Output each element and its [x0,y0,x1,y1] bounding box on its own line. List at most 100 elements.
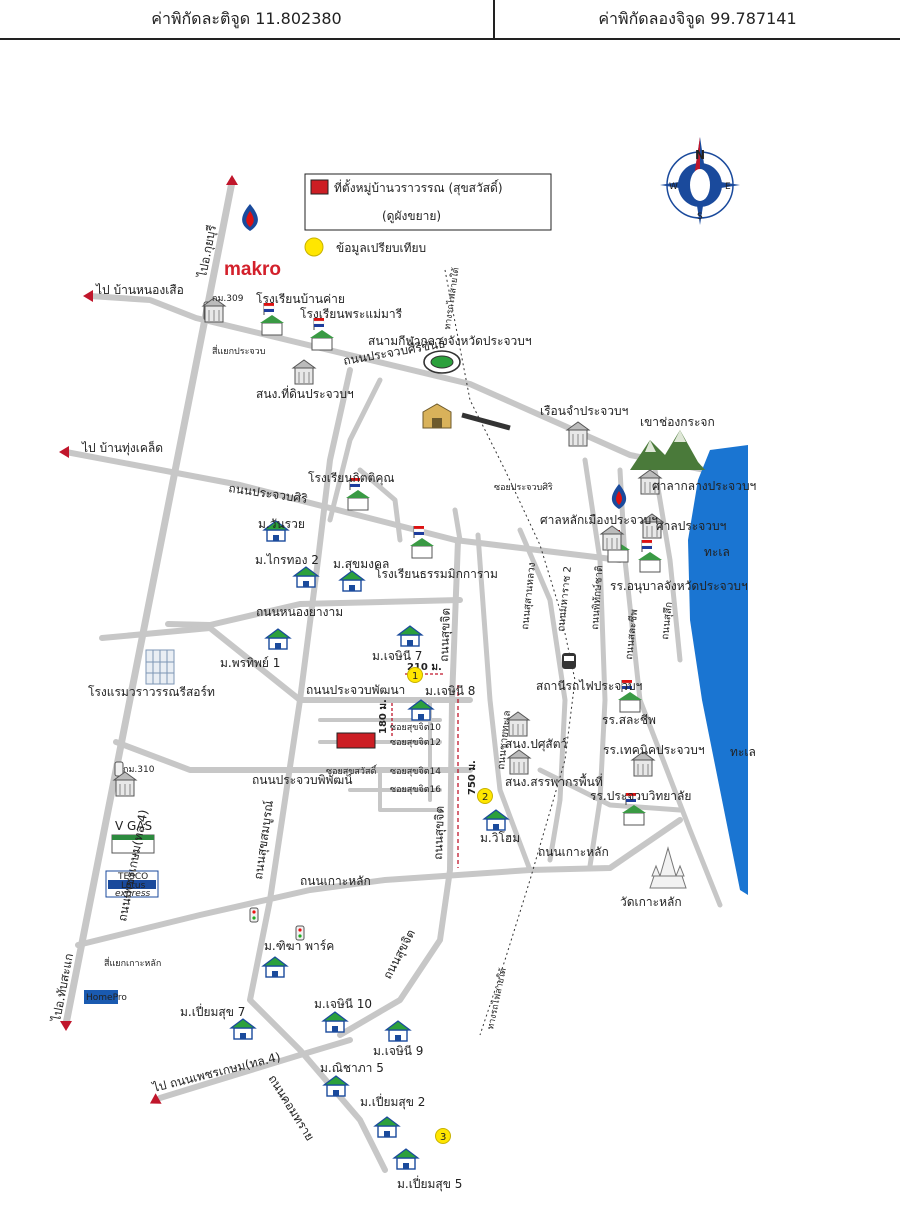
compass-rose: N S E W [660,137,740,225]
label-to-thungkhlet: ไป บ้านทุ่งเคล็ด [81,440,163,456]
label-khao-chong: เขาช่องกระจก [640,415,715,429]
label-susanaman: ถนนสุสานหลวง [520,562,538,630]
label-sea-2: ทะเล [730,745,756,759]
label-wat-kohlak: วัดเกาะหลัก [620,895,682,909]
tesco-lotus-logo: TESCO Lotus express [105,870,159,899]
compare-swatch [304,237,324,257]
label-m-chetsani10: ม.เจษินี 10 [314,997,372,1011]
label-sukchit: ถนนสุขจิต [431,806,448,861]
label-khomthorai: ถนนคอมทราย [265,1072,317,1143]
label-to-nongsuea: ไป บ้านหนองเสือ [95,283,184,297]
svg-text:3: 3 [440,1132,446,1143]
label-soi14: ซอยสุขจิต14 [390,766,441,777]
dim-210: 210 ม. [407,662,442,673]
project-swatch [310,179,329,195]
label-km310: กม.310 [123,765,155,775]
label-m-kraithong: ม.ไกรทอง 2 [255,553,319,567]
label-prachuap-phiphat: ถนนประจวบพิพัฒน์ [252,773,353,787]
legend-compare-label: ข้อมูลเปรียบเทียบ [336,241,426,256]
label-m-sukmongkol: ม.สุขมงคล [333,557,389,572]
homepro-logo: HomePro [84,990,127,1004]
label-m-piamsuk2: ม.เปี่ยมสุข 2 [360,1093,425,1110]
train-icon [562,653,576,669]
label-land-office: สนง.ที่ดินประจวบฯ [256,385,354,401]
label-revenue: สนง.สรรพากรพื้นที่ [505,773,603,789]
dim-180: 180 ม. [378,699,389,734]
label-tech-college: รร.เทคนิคประจวบฯ [603,743,705,757]
stadium-icon [423,350,461,374]
longitude-label: ค่าพิกัดลองจิจูด 99.787141 [598,9,797,28]
label-railway-south: ทางรถไฟสายใต้ [485,967,509,1031]
legend-project-label: ที่ตั้งหมู่บ้านวราวรรณ (สุขสวัสดิ์) [334,179,503,196]
compare-marker-3: 3 [435,1128,451,1144]
label-school-wittaya: รร.ประจวบวิทยาลัย [590,789,691,803]
office-icon [507,749,531,775]
label-school-mary: โรงเรียนพระแม่มารี [300,307,403,321]
label-m-piamsuk7: ม.เปี่ยมสุข 7 [180,1003,245,1020]
label-m-chetsani9: ม.เจษินี 9 [373,1044,423,1058]
sea [688,445,748,895]
label-prison: เรือนจำประจวบฯ [540,404,628,418]
label-school-kitikhun: โรงเรียนกิตติคุณ [308,471,395,486]
label-phitakchat: ถนนพิทักษ์ชาติ [589,565,605,630]
label-school-salachip: รร.สละชีพ [602,713,656,727]
house-icon [230,1018,256,1040]
school-icon [259,302,285,336]
railway [444,269,576,1036]
label-m-nichapha5: ม.ณิชาภา 5 [320,1061,384,1075]
compass-west: W [669,182,678,192]
ptt-icon [242,204,258,231]
compass-north: N [695,148,705,162]
label-sukchit-north: ถนนสุขจิต [437,608,454,663]
label-school-thamma: โรงเรียนธรรมมิกการาม [375,567,498,581]
hotel-icon [145,649,175,685]
latitude-label: ค่าพิกัดละติจูด 11.802380 [0,0,495,38]
label-soi10: ซอยสุขจิต10 [390,722,441,733]
svg-text:1: 1 [412,671,418,682]
house-icon [397,625,423,647]
house-icon [385,1020,411,1042]
label-city-pillar: ศาลหลักเมืองประจวบฯ [540,513,658,527]
label-soi-suksawat: ซอยสุขสวัสดิ์ [326,764,378,777]
label-m-wanruay: ม.วันรวย [258,517,305,531]
label-m-phornthip: ม.พรทิพย์ 1 [220,656,280,670]
label-prachuap-siri: ถนนประจวบศิริ [228,481,309,506]
project-location [336,732,376,749]
svg-text:Lotus: Lotus [121,881,146,891]
label-soi16: ซอยสุขจิต16 [390,784,441,795]
svg-text:TESCO: TESCO [117,872,148,882]
compass-east: E [725,182,731,192]
label-court: ศาลประจวบฯ [656,519,726,533]
label-junction-prachuap: สี่แยกประจวบ [212,344,266,357]
label-km309: กม.309 [212,294,244,304]
label-junction-kohlak: สี่แยกเกาะหลัก [104,956,161,969]
makro-logo: makro [224,259,281,280]
label-m-thitha: ม.ฑิฆา พาร์ค [264,939,334,953]
label-m-vihome: ม.วิโฮม [480,831,520,845]
label-provincial-hall: ศาลากลางประจวบฯ [652,479,756,493]
compass-south: S [697,212,703,222]
label-kohlak: ถนนเกาะหลัก [300,874,371,888]
map-legend: ที่ตั้งหมู่บ้านวราวรรณ (สุขสวัสดิ์) (ดูผ… [304,173,552,257]
label-railway: ทางรถไฟสายใต้ [442,267,462,331]
house-icon [265,628,291,650]
school-icon [309,317,335,351]
dim-750: 750 ม. [467,760,478,795]
gate-icon [422,403,452,429]
label-soi12: ซอยสุขจิต12 [390,737,441,748]
house-icon [393,1148,419,1170]
label-m-piamsuk5: ม.เปี่ยมสุข 5 [397,1175,462,1192]
house-icon [262,956,288,978]
vgas-station: V GAS [111,819,155,854]
label-rt2: ถนนมหาราช 2 [556,566,574,633]
compare-marker-2: 2 [477,788,493,804]
house-icon [322,1011,348,1033]
office-icon [600,525,624,551]
traffic-light-icon [295,925,305,941]
temple-icon [649,846,687,889]
school-icon [637,539,663,573]
label-sukchit-south: ถนนสุขจิต [380,927,419,982]
house-icon [374,1116,400,1138]
svg-text:2: 2 [482,792,488,803]
